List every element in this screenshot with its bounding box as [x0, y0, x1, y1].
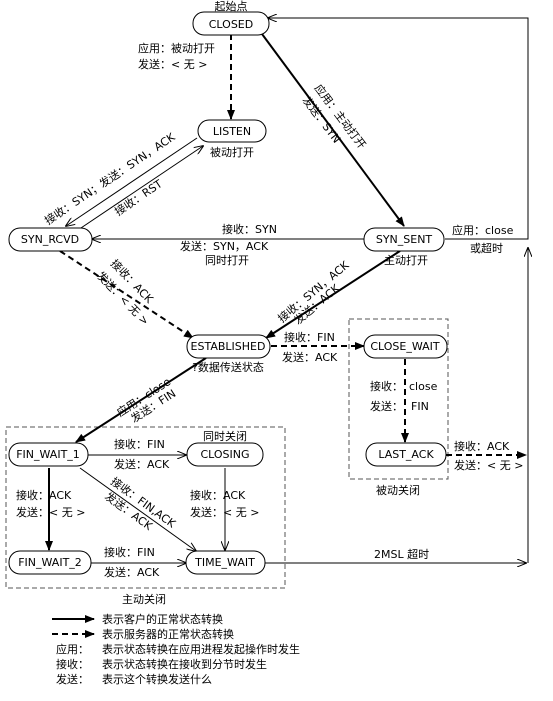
label-closewait-lastack-recv-val: close [409, 380, 438, 393]
state-syn-sent: SYN_SENT [363, 227, 445, 252]
svg-text:TIME_WAIT: TIME_WAIT [194, 556, 255, 569]
caption-listen: 被动打开 [210, 145, 254, 159]
legend-send-key: 发送： [56, 672, 89, 686]
edge-synrcvd-est [59, 250, 194, 339]
start-label: 起始点 [215, 0, 248, 13]
label-synrcvd-listen: 接收：RST [112, 176, 165, 218]
label-timewait-closed: 2MSL 超时 [374, 547, 429, 561]
legend-recv-key: 接收： [56, 657, 89, 671]
state-last-ack: LAST_ACK [365, 442, 447, 467]
legend-app-key: 应用： [56, 642, 89, 656]
legend-dashed-text: 表示服务器的正常状态转换 [102, 627, 234, 641]
label-closewait-lastack-send: 发送： [370, 399, 403, 413]
label-finwait1-closing-recv: 接收：FIN [114, 437, 165, 451]
passive-close-box [348, 318, 449, 480]
svg-text:ESTABLISHED: ESTABLISHED [191, 340, 266, 353]
edge-closed-synsent [261, 33, 405, 227]
label-synsent-closed-app: 应用：close [452, 223, 514, 237]
label-lastack-closed-recv: 接收：ACK [454, 439, 510, 453]
svg-text:FIN_WAIT_1: FIN_WAIT_1 [16, 448, 80, 461]
caption-closing: 同时关闭 [203, 429, 247, 443]
edge-synsent-closed [268, 18, 529, 240]
state-close-wait: CLOSE_WAIT [363, 334, 448, 359]
label-synsent-synrcvd-recv: 接收：SYN [222, 222, 277, 236]
legend-recv-desc: 表示状态转换在接收到分节时发生 [102, 657, 267, 671]
svg-text:CLOSING: CLOSING [200, 448, 249, 461]
state-syn-rcvd: SYN_RCVD [8, 227, 93, 252]
legend-solid-text: 表示客户的正常状态转换 [102, 612, 223, 626]
label-est-closewait-send: 发送：ACK [282, 350, 338, 364]
label-synsent-synrcvd-send: 发送：SYN，ACK [180, 239, 269, 253]
label-synsent-synrcvd-caption: 同时打开 [205, 253, 249, 267]
caption-active-close: 主动关闭 [122, 592, 166, 606]
svg-text:CLOSE_WAIT: CLOSE_WAIT [370, 340, 440, 353]
state-time-wait: TIME_WAIT [185, 550, 266, 575]
legend-app-desc: 表示状态转换在应用进程发起操作时发生 [102, 642, 300, 656]
edge-synrcvd-listen [71, 146, 203, 235]
label-finwait1-finwait2-recv: 接收：ACK [16, 488, 72, 502]
state-established: ESTABLISHED [186, 334, 271, 359]
svg-text:LISTEN: LISTEN [213, 125, 251, 138]
label-finwait2-timewait-recv: 接收：FIN [104, 545, 155, 559]
label-closing-timewait-recv: 接收：ACK [190, 488, 246, 502]
state-closing: CLOSING [186, 442, 264, 467]
state-closed: CLOSED [192, 11, 270, 36]
state-fin-wait-2: FIN_WAIT_2 [8, 550, 92, 575]
edge-listen-synrcvd [66, 137, 198, 226]
label-closed-listen-app: 应用：被动打开 [138, 41, 215, 55]
label-est-closewait-recv: 接收：FIN [284, 330, 335, 344]
edge-synsent-est [265, 250, 401, 339]
edge-est-finwait1 [75, 357, 207, 443]
svg-text:LAST_ACK: LAST_ACK [378, 448, 434, 461]
label-closed-listen-send: 发送：< 无 > [138, 57, 207, 71]
label-closing-timewait-send: 发送：< 无 > [190, 505, 259, 519]
legend-send-desc: 表示这个转换发送什么 [102, 672, 212, 686]
legend: 表示客户的正常状态转换 表示服务器的正常状态转换 应用： 表示状态转换在应用进程… [52, 612, 300, 686]
svg-text:FIN_WAIT_2: FIN_WAIT_2 [18, 556, 82, 569]
caption-established: ?数据传送状态 [192, 360, 264, 374]
active-close-box [5, 426, 286, 589]
label-closewait-lastack-send-val: FIN [411, 400, 429, 413]
label-closewait-lastack-recv: 接收： [370, 379, 403, 393]
state-listen: LISTEN [197, 119, 267, 143]
svg-text:CLOSED: CLOSED [209, 18, 253, 31]
state-fin-wait-1: FIN_WAIT_1 [8, 442, 89, 467]
caption-syn-sent: 主动打开 [384, 253, 428, 267]
label-finwait2-timewait-send: 发送：ACK [104, 565, 160, 579]
caption-passive-close: 被动关闭 [376, 483, 420, 497]
edge-finwait1-timewait [79, 467, 196, 551]
label-lastack-closed-send: 发送：< 无 > [454, 458, 523, 472]
label-finwait1-finwait2-send: 发送：< 无 > [16, 505, 85, 519]
label-synsent-closed-timeout: 或超时 [470, 241, 503, 255]
svg-text:SYN_RCVD: SYN_RCVD [21, 233, 79, 246]
label-finwait1-closing-send: 发送：ACK [114, 457, 170, 471]
svg-text:SYN_SENT: SYN_SENT [376, 233, 433, 246]
